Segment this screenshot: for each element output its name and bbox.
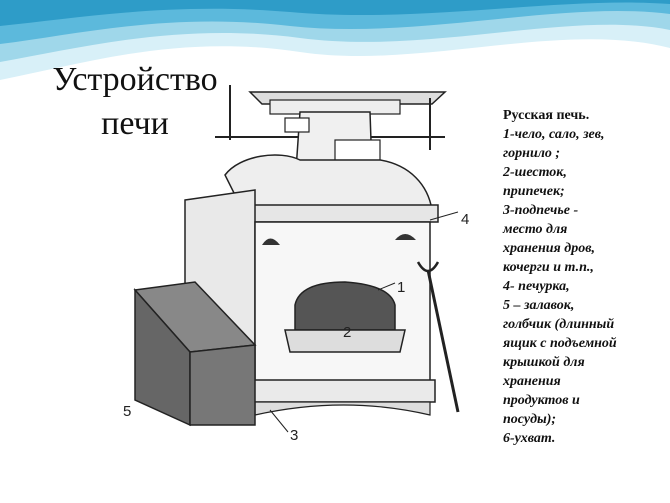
label-3: 3 (290, 427, 298, 444)
caption-line: голбчик (длинный (503, 317, 615, 332)
caption-line: 2-шесток, (503, 165, 567, 180)
label-2: 2 (343, 324, 351, 341)
slide-title: Устройство печи (30, 58, 240, 146)
caption-line: крышкой для (503, 355, 585, 370)
caption-line: кочерги и т.п., (503, 260, 594, 275)
caption-line: хранения (503, 374, 561, 389)
caption-line: хранения дров, (503, 241, 595, 256)
caption-line: 1-чело, сало, зев, (503, 127, 605, 142)
stove-caption: Русская печь. 1-чело, сало, зев, горнило… (503, 106, 668, 448)
caption-line: 4- печурка, (503, 279, 570, 294)
caption-line: посуды); (503, 412, 557, 427)
caption-line: припечек; (503, 184, 565, 199)
caption-line: ящик с подъемной (503, 336, 617, 351)
russian-stove-illustration: 1 2 3 4 5 (123, 85, 469, 444)
label-5: 5 (123, 403, 131, 420)
caption-line: место для (503, 222, 568, 237)
caption-line: 3-подпечье - (503, 203, 579, 218)
caption-line: горнило ; (503, 146, 561, 161)
label-4: 4 (461, 211, 469, 228)
title-line-1: Устройство (52, 61, 218, 98)
caption-line: 6-ухват. (503, 431, 556, 446)
caption-line: 5 – залавок, (503, 298, 575, 313)
title-line-2: печи (101, 105, 169, 142)
caption-line: продуктов и (503, 393, 580, 408)
header-wave-decoration (0, 0, 670, 80)
label-1: 1 (397, 279, 405, 296)
caption-heading: Русская печь. (503, 108, 590, 123)
